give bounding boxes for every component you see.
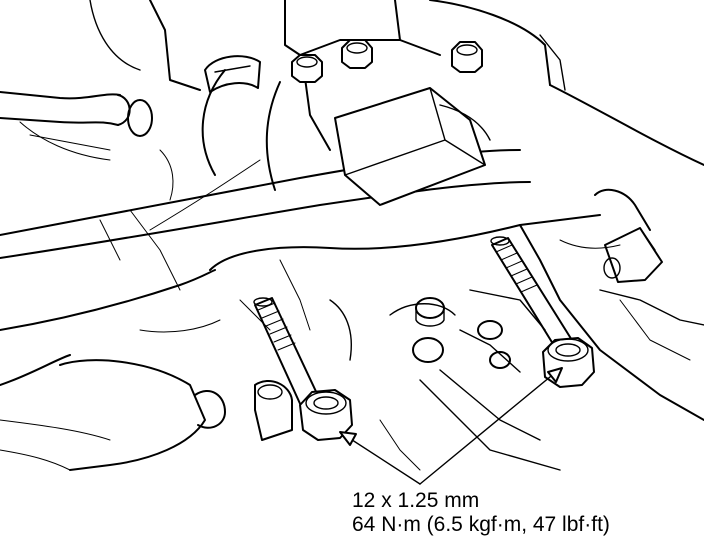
nut-top-center [342, 40, 372, 68]
bolt-size-spec: 12 x 1.25 mm [352, 489, 480, 512]
nut-top-left [292, 55, 322, 82]
engine-block [0, 150, 704, 470]
lower-left-mount [0, 360, 292, 470]
bolt-head-right [543, 338, 594, 387]
side-connector [595, 190, 662, 282]
connector-box [335, 88, 490, 205]
small-hose [0, 92, 152, 160]
torque-spec: 64 N·m (6.5 kgf·m, 47 lbf·ft) [352, 513, 610, 536]
left-mount-bolt [254, 298, 352, 440]
bolt-thread-left [254, 298, 320, 408]
hose-clamp [205, 56, 260, 92]
upper-nuts [292, 40, 482, 82]
case-bosses [413, 298, 510, 368]
upper-frame [90, 0, 704, 165]
nut-top-right [452, 42, 482, 72]
right-mount-bolt [491, 237, 594, 387]
bolt-thread-right [491, 237, 575, 352]
bolt-head-left [300, 390, 352, 440]
callout-leaders [340, 368, 562, 484]
